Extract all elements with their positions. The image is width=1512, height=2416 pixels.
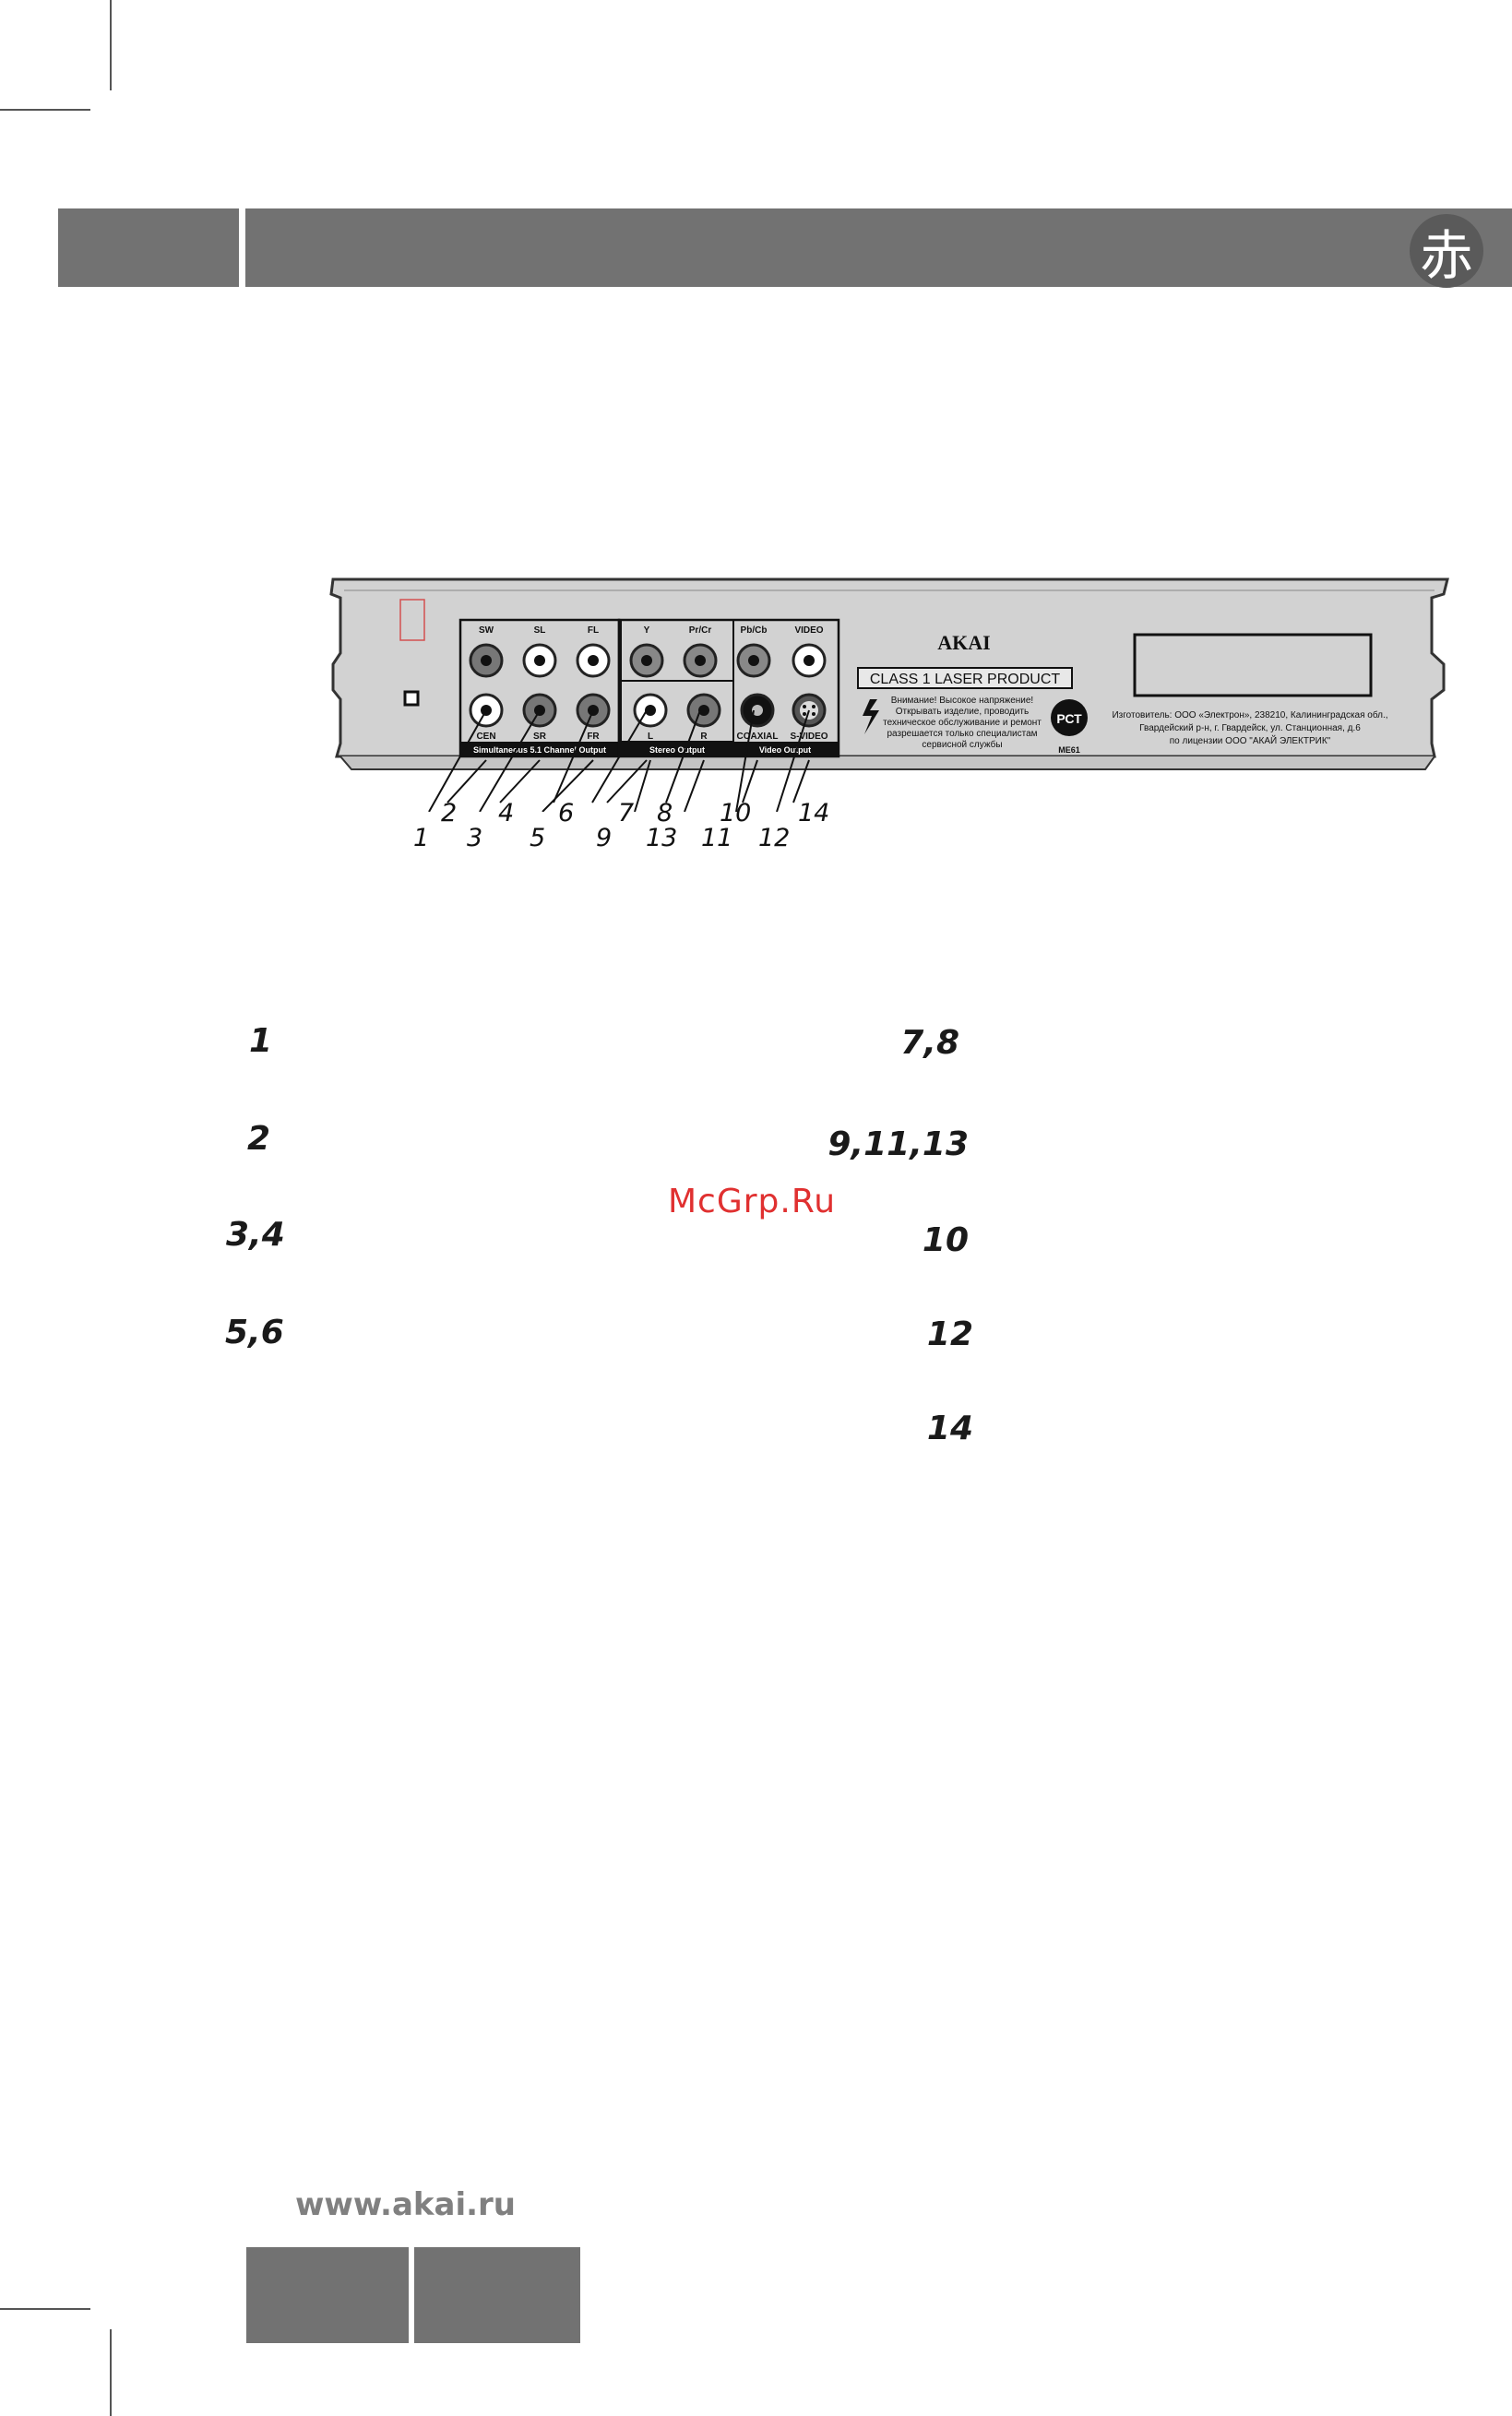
callout-number: 6 <box>558 799 575 827</box>
label-l: L <box>648 732 653 742</box>
group-label-channel: Simultaneous 5.1 Channel Output <box>473 745 606 755</box>
callout-number: 11 <box>701 824 733 852</box>
crop-mark <box>0 2308 90 2310</box>
legend-number: 1 <box>249 1022 273 1060</box>
label-pr: Pr/Cr <box>689 625 712 636</box>
laser-label: CLASS 1 LASER PRODUCT <box>870 672 1061 687</box>
legend-number: 10 <box>922 1221 969 1259</box>
power-switch-icon <box>403 690 420 707</box>
group-label-video: Video Output <box>759 745 811 755</box>
label-sr: SR <box>533 732 547 742</box>
legend-number: 5,6 <box>225 1314 284 1351</box>
label-sl: SL <box>534 625 546 636</box>
jack-sw <box>469 643 504 678</box>
crop-mark <box>110 2329 112 2416</box>
jack-y <box>629 643 664 678</box>
channel-group-label-bar <box>460 742 619 756</box>
display-window <box>1133 633 1373 697</box>
jack-pr <box>683 643 718 678</box>
footer-page-block <box>246 2247 409 2343</box>
jack-fl <box>576 643 611 678</box>
group-label-stereo: Stereo Output <box>649 745 705 755</box>
manufacturer-line: Гвардейский р-н, г. Гвардейск, ул. Станц… <box>1139 723 1361 733</box>
logo-glyph: 赤 <box>1419 224 1473 287</box>
brand-logo-icon: 赤 <box>1410 214 1483 288</box>
legend-number: 7,8 <box>900 1024 959 1062</box>
cert-code: МЕ61 <box>1058 745 1080 755</box>
callout-number: 7 <box>618 799 635 827</box>
jack-r <box>686 693 721 728</box>
rear-panel-diagram: SW SL FL Y Pr/Cr Pb/Cb VIDEO CEN SR FR L… <box>329 577 1449 770</box>
power-label-frame <box>399 599 425 641</box>
cert-mark-text: РСТ <box>1056 711 1082 726</box>
legend-number: 3,4 <box>226 1216 285 1254</box>
callout-number: 4 <box>498 799 515 827</box>
high-voltage-icon <box>863 699 879 734</box>
callout-number: 10 <box>720 799 752 827</box>
laser-label-frame <box>857 667 1073 689</box>
legend-number: 2 <box>247 1120 271 1158</box>
header-bar <box>245 208 1512 287</box>
callout-number: 2 <box>441 799 458 827</box>
warning-line: Открывать изделие, проводить <box>896 707 1029 717</box>
legend-number: 14 <box>926 1410 973 1447</box>
label-coaxial: COAXIAL <box>737 732 779 742</box>
label-fr: FR <box>587 732 600 742</box>
callout-number: 13 <box>646 824 678 852</box>
callout-number: 1 <box>413 824 430 852</box>
label-y: Y <box>644 625 650 636</box>
legend-number: 9,11,13 <box>827 1125 969 1163</box>
jack-pb <box>736 643 771 678</box>
video-group-label-bar <box>619 742 839 756</box>
manufacturer-line: по лицензии ООО "АКАЙ ЭЛЕКТРИК" <box>1170 734 1331 746</box>
callout-leaders <box>428 709 810 812</box>
certification-mark-icon: РСТ <box>1051 699 1088 736</box>
warning-line: разрешается только специалистам <box>887 729 1037 739</box>
manufacturer-line: Изготовитель: ООО «Электрон», 238210, Ка… <box>1112 709 1387 720</box>
jack-sl <box>522 643 557 678</box>
label-video: VIDEO <box>794 625 823 636</box>
label-pb: Pb/Cb <box>741 625 768 636</box>
watermark: McGrp.Ru <box>668 1183 837 1220</box>
label-r: R <box>700 732 708 742</box>
callout-number: 8 <box>657 799 673 827</box>
label-sw: SW <box>479 625 494 636</box>
warning-line: Внимание! Высокое напряжение! <box>891 696 1033 706</box>
component-group <box>620 619 734 682</box>
label-fl: FL <box>588 625 599 636</box>
warning-line: сервисной службы <box>922 739 1002 750</box>
label-svideo: S-VIDEO <box>790 732 827 742</box>
crop-mark <box>110 0 112 90</box>
footer-website: www.akai.ru <box>295 2186 517 2223</box>
brand-label: AKAI <box>937 631 990 654</box>
callout-number: 3 <box>467 824 483 852</box>
callout-number: 9 <box>596 824 613 852</box>
footer-page-block <box>414 2247 580 2343</box>
legend-number: 12 <box>926 1315 973 1353</box>
header-tab <box>58 208 239 287</box>
jack-video <box>792 643 827 678</box>
callout-number: 14 <box>798 799 830 827</box>
callout-number: 12 <box>758 824 791 852</box>
crop-mark <box>0 109 90 111</box>
callout-number: 5 <box>530 824 546 852</box>
warning-line: техническое обслуживание и ремонт <box>883 717 1042 728</box>
jack-coaxial <box>740 693 775 728</box>
label-cen: CEN <box>476 732 495 742</box>
